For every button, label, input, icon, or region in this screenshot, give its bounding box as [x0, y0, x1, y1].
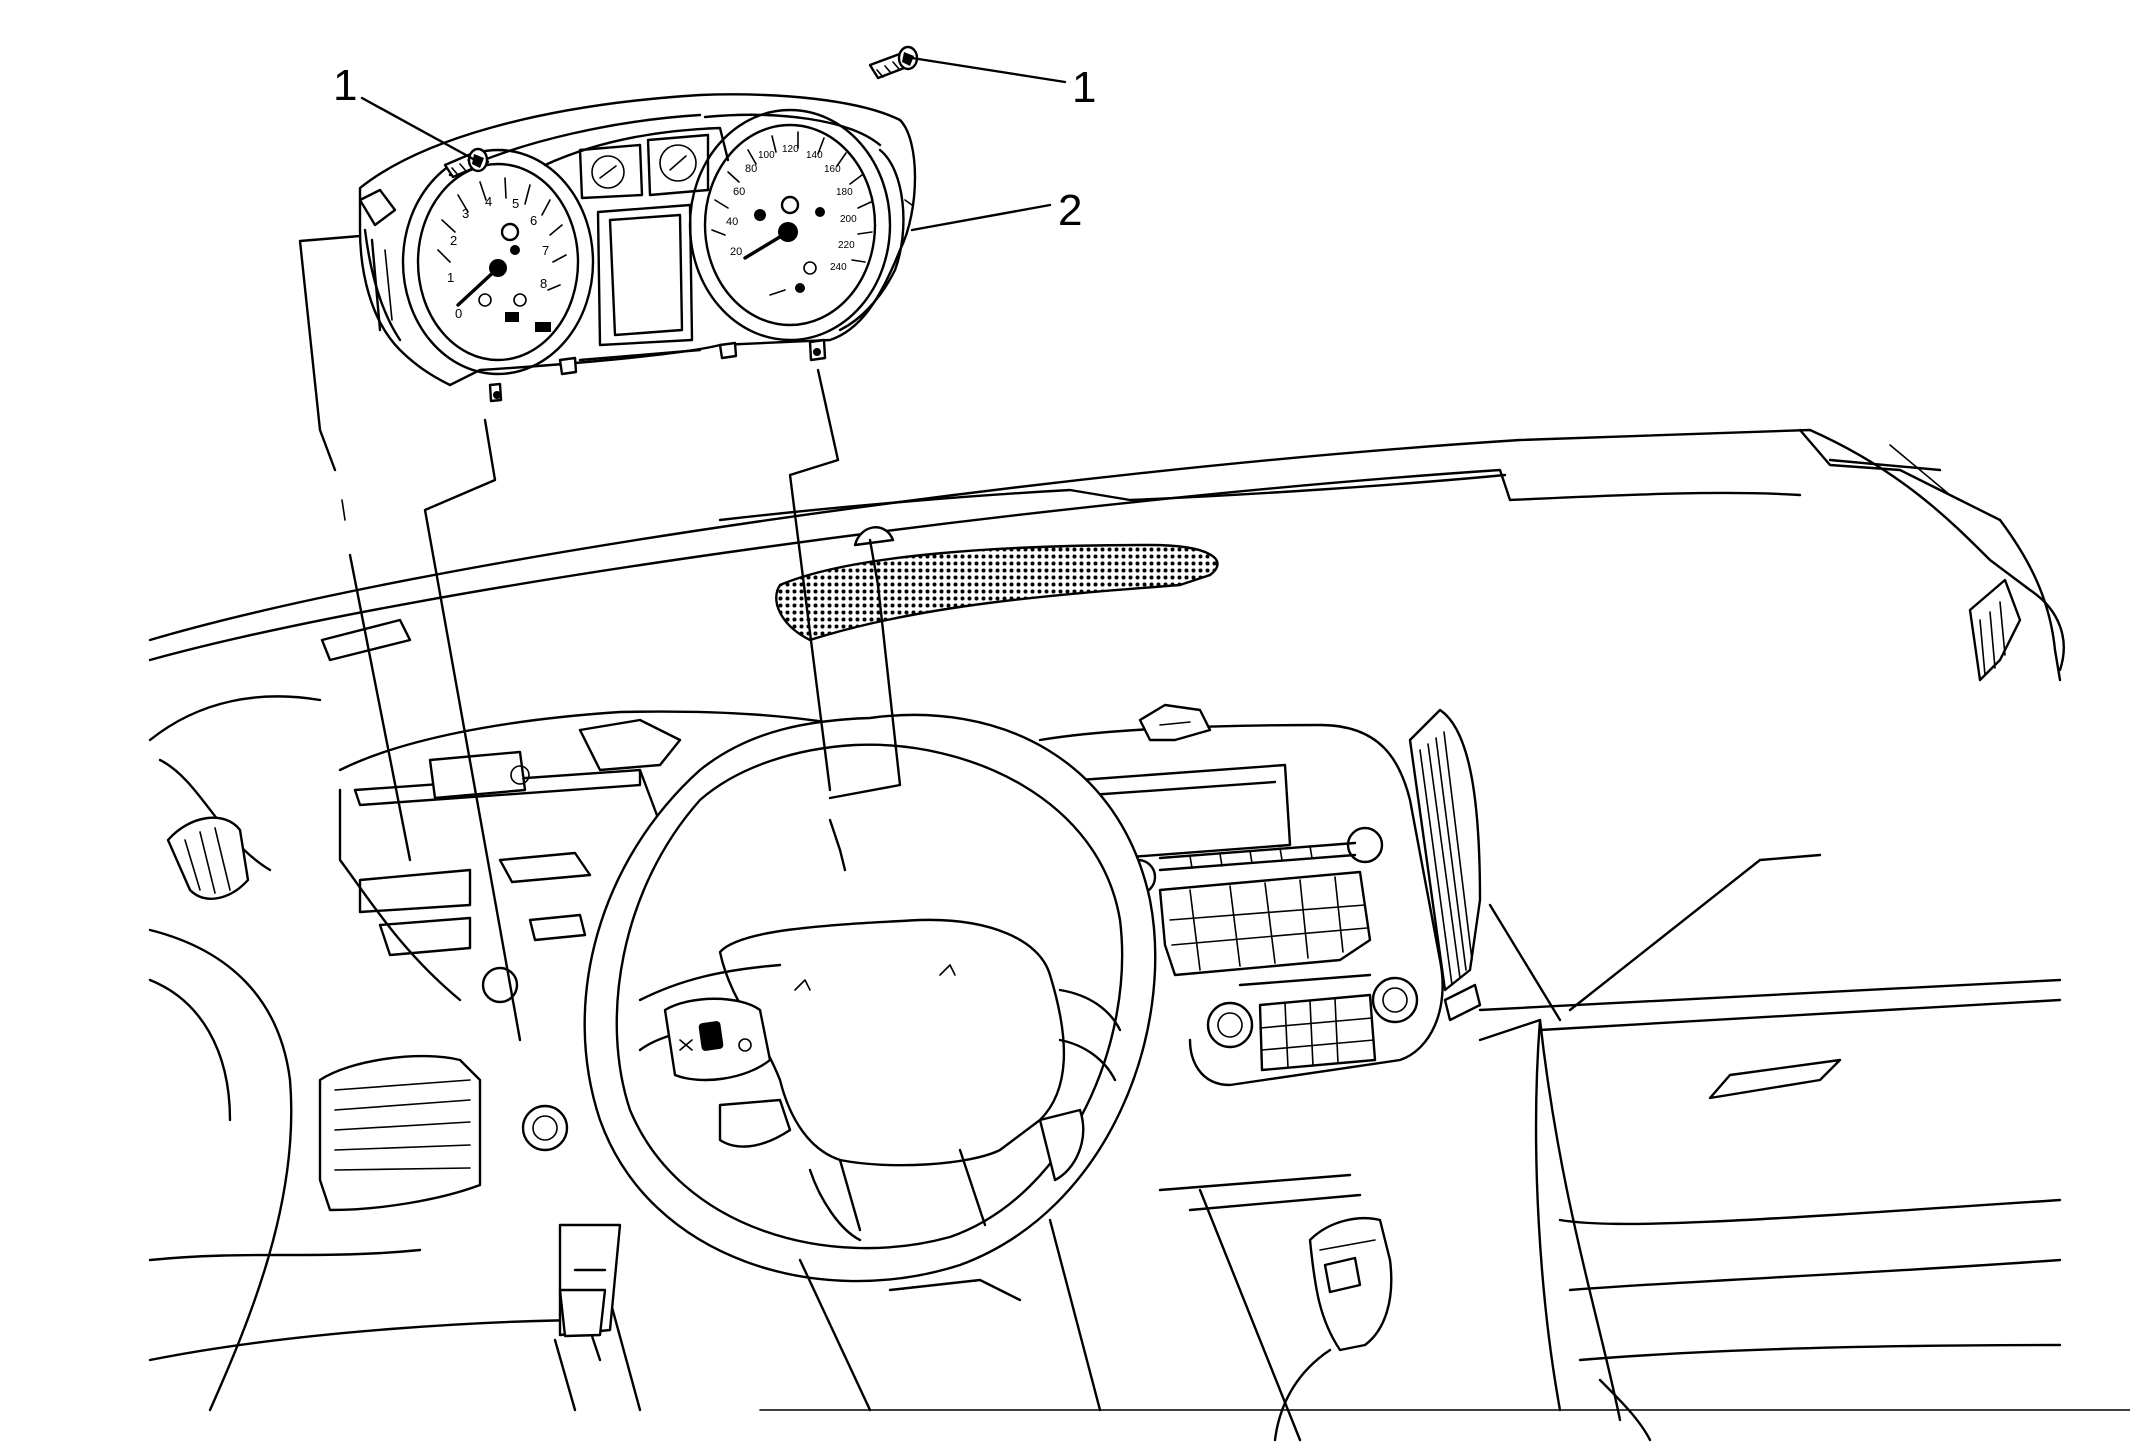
- speedo-number-140: 140: [806, 150, 823, 161]
- tach-number-2: 2: [450, 233, 457, 248]
- speaker-grille: [775, 543, 1219, 642]
- speedo-number-80: 80: [745, 163, 757, 175]
- screw-left: [443, 147, 490, 179]
- speedo-number-20: 20: [730, 246, 742, 258]
- left-air-vent: [318, 1054, 482, 1212]
- speedo-number-120: 120: [782, 144, 799, 155]
- speedo-number-60: 60: [733, 186, 745, 198]
- instrument-cluster: 0 1 2 3 4 5 6 7 8: [358, 93, 917, 403]
- tach-number-0: 0: [455, 306, 462, 321]
- callout-2: 2: [910, 186, 1082, 235]
- callout-1-left-label: 1: [333, 61, 357, 110]
- speedo-number-100: 100: [758, 150, 775, 161]
- speedometer: 20 40 60 80 100 120 140 160 180 200 220 …: [711, 131, 873, 296]
- screw-right: [868, 45, 919, 80]
- dashboard: [148, 428, 2130, 1442]
- assembly-guide-lines: [298, 234, 902, 1042]
- speedo-number-40: 40: [726, 216, 738, 228]
- glovebox-handle: [1708, 1058, 1842, 1100]
- temp-knob-right: [1371, 976, 1419, 1024]
- gear-shifter: [1273, 1217, 1393, 1442]
- callout-1-right: 1: [910, 56, 1096, 112]
- tach-number-6: 6: [530, 213, 537, 228]
- callout-1-left: 1: [333, 61, 477, 162]
- tach-number-1: 1: [447, 270, 454, 285]
- tach-number-8: 8: [540, 276, 547, 291]
- temp-knob-left: [1206, 1001, 1254, 1049]
- tach-number-7: 7: [542, 243, 549, 258]
- speedo-number-200: 200: [840, 214, 857, 225]
- headlamp-switch: [521, 1104, 569, 1152]
- center-stack: [1038, 703, 1444, 1087]
- tune-knob: [1346, 826, 1384, 864]
- callout-2-label: 2: [1058, 186, 1082, 235]
- sensor-dome: [853, 526, 895, 547]
- callout-1-right-label: 1: [1072, 63, 1096, 112]
- speedo-number-160: 160: [824, 164, 841, 175]
- side-defroster-vent-right: [1968, 578, 2022, 682]
- center-air-vent: [1408, 708, 1482, 1022]
- speedo-number-240: 240: [830, 262, 847, 273]
- tach-number-4: 4: [485, 194, 492, 209]
- steering-wheel: [553, 713, 1157, 1412]
- speedo-number-180: 180: [836, 187, 853, 198]
- left-corner-vent: [166, 816, 250, 900]
- hazard-button: [1138, 703, 1212, 742]
- tachometer: 0 1 2 3 4 5 6 7 8: [437, 177, 567, 332]
- tach-number-5: 5: [512, 196, 519, 211]
- speedo-number-220: 220: [838, 240, 855, 251]
- tach-number-3: 3: [462, 206, 469, 221]
